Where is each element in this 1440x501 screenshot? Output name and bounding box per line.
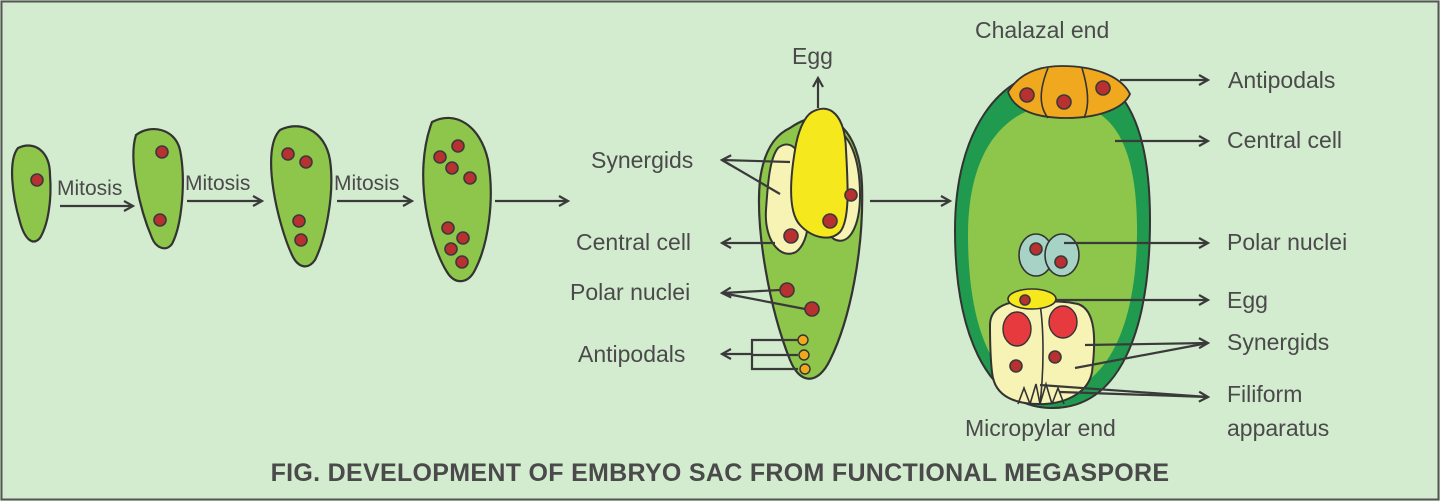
mitosis-label-3: Mitosis: [334, 172, 399, 195]
mitosis-label-2: Mitosis: [185, 172, 250, 195]
mitosis-label-1: Mitosis: [57, 177, 122, 200]
chalazal-end-label: Chalazal end: [975, 17, 1109, 43]
egg-nucleus-yellow: [1007, 288, 1057, 310]
central-cell-label-mature: Central cell: [1227, 127, 1342, 153]
synergids-pointer-a: [722, 160, 791, 162]
egg-label-middle: Egg: [792, 43, 833, 69]
megaspore-1-nucleate: [10, 144, 52, 243]
embryo-sac-8-nucleate: [422, 116, 492, 283]
central-cell-label-middle: Central cell: [576, 229, 691, 255]
synergids-label-middle: Synergids: [591, 147, 693, 173]
synergids-pointer-b: [721, 159, 781, 195]
synergid-vacuole: [1002, 311, 1032, 347]
synergid-vacuole: [1048, 305, 1078, 339]
figure-caption: FIG. DEVELOPMENT OF EMBRYO SAC FROM FUNC…: [271, 459, 1170, 487]
filiform-pointer-b: [1039, 383, 1209, 399]
micropylar-end-label: Micropylar end: [965, 415, 1116, 441]
antipodal-nucleus: [798, 349, 810, 361]
antipodal-nucleus: [797, 334, 809, 346]
antipodals-bracket: [750, 338, 798, 371]
antipodals-label-middle: Antipodals: [578, 341, 685, 367]
polar-nuclei-label-middle: Polar nuclei: [570, 279, 690, 305]
polar-nuclei-label-mature: Polar nuclei: [1227, 229, 1347, 255]
egg-cell: [790, 107, 849, 239]
antipodals-label-mature: Antipodals: [1228, 67, 1335, 93]
embryo-sac-organizing: [757, 107, 864, 380]
mature-embryo-sac: [953, 65, 1152, 410]
filiform-apparatus: [1017, 381, 1065, 405]
filiform-label-line1: Filiform: [1227, 381, 1302, 407]
polar-nuclei-pointer-b: [721, 291, 806, 311]
embryo-sac-4-nucleate: [270, 125, 333, 268]
synergids-pointer-mature-b: [1074, 341, 1209, 370]
polar-nuclei-pointer-a: [722, 290, 781, 293]
synergids-label-mature: Synergids: [1227, 329, 1329, 355]
embryo-sac-2-nucleate: [132, 128, 184, 250]
antipodal-cells: [1007, 65, 1131, 119]
filiform-label-line2: apparatus: [1227, 415, 1329, 441]
polar-nucleus: [1044, 233, 1080, 277]
egg-label-mature: Egg: [1227, 287, 1268, 313]
antipodal-nucleus: [799, 363, 811, 375]
synergids-pointer-mature-a: [1084, 343, 1208, 345]
